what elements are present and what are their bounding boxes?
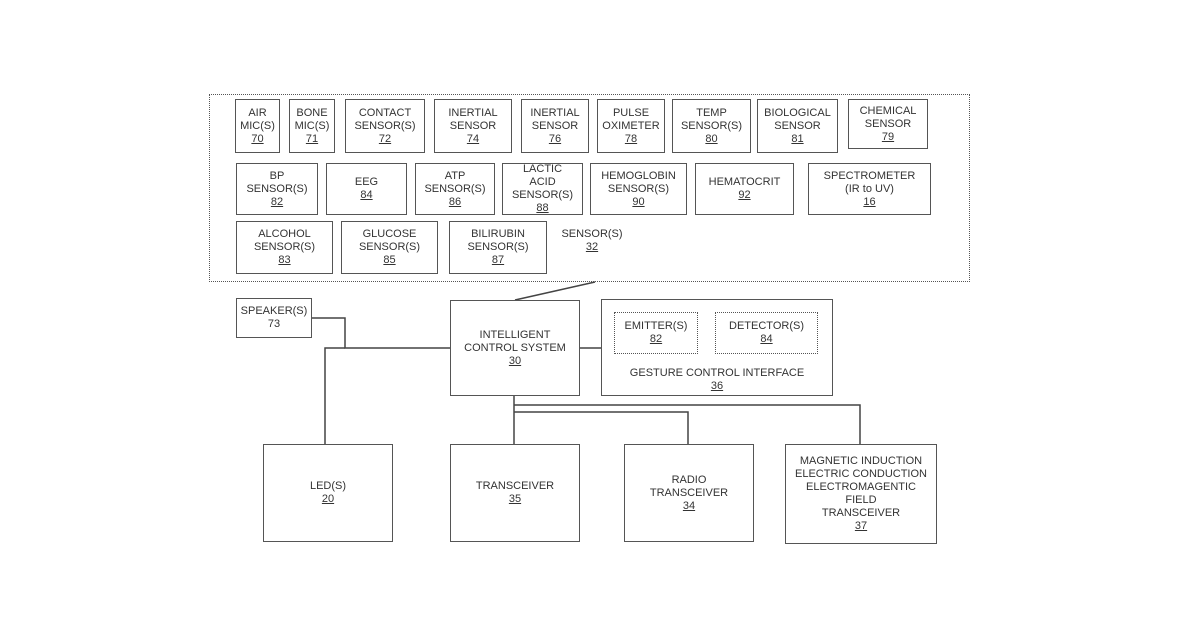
biological-sensor-label: BIOLOGICAL SENSOR [764, 107, 831, 133]
transceiver-box: TRANSCEIVER 35 [450, 444, 580, 542]
hemoglobin-sensor-box: HEMOGLOBIN SENSOR(S) 90 [590, 163, 687, 215]
alcohol-sensor-label: ALCOHOL SENSOR(S) [254, 228, 315, 254]
pulse-oximeter-box: PULSE OXIMETER 78 [597, 99, 665, 153]
detector-ref: 84 [760, 333, 772, 346]
bp-sensor-label: BP SENSOR(S) [246, 170, 307, 196]
inertial-sensor-76-label: INERTIAL SENSOR [530, 107, 579, 133]
sensors-group-label: SENSOR(S) [552, 228, 632, 241]
biological-sensor-ref: 81 [791, 133, 803, 146]
chemical-sensor-ref: 79 [882, 131, 894, 144]
contact-sensor-label: CONTACT SENSOR(S) [354, 107, 415, 133]
biological-sensor-box: BIOLOGICAL SENSOR 81 [757, 99, 838, 153]
eeg-box: EEG 84 [326, 163, 407, 215]
atp-sensor-box: ATP SENSOR(S) 86 [415, 163, 495, 215]
spectrometer-ref: 16 [863, 196, 875, 209]
eeg-ref: 84 [360, 189, 372, 202]
gesture-interface-label: GESTURE CONTROL INTERFACE [630, 367, 804, 380]
sensors-group-ref: 32 [552, 241, 632, 254]
hematocrit-label: HEMATOCRIT [709, 176, 781, 189]
speaker-to-control-line [312, 318, 450, 348]
bone-mic-ref: 71 [306, 133, 318, 146]
emitter-label: EMITTER(S) [625, 320, 688, 333]
bilirubin-sensor-ref: 87 [492, 254, 504, 267]
field-transceiver-label: MAGNETIC INDUCTION ELECTRIC CONDUCTION E… [795, 455, 927, 520]
temp-sensor-box: TEMP SENSOR(S) 80 [672, 99, 751, 153]
eeg-label: EEG [355, 176, 378, 189]
hemoglobin-sensor-ref: 90 [632, 196, 644, 209]
emitter-box: EMITTER(S) 82 [614, 312, 698, 354]
atp-sensor-label: ATP SENSOR(S) [424, 170, 485, 196]
atp-sensor-ref: 86 [449, 196, 461, 209]
hemoglobin-sensor-label: HEMOGLOBIN SENSOR(S) [601, 170, 676, 196]
control-system-ref: 30 [509, 355, 521, 368]
field-transceiver-ref: 37 [855, 520, 867, 533]
bone-mic-label: BONE MIC(S) [295, 107, 330, 133]
transceiver-ref: 35 [509, 493, 521, 506]
field-transceiver-box: MAGNETIC INDUCTION ELECTRIC CONDUCTION E… [785, 444, 937, 544]
hematocrit-box: HEMATOCRIT 92 [695, 163, 794, 215]
detector-label: DETECTOR(S) [729, 320, 804, 333]
air-mic-ref: 70 [251, 133, 263, 146]
air-mic-label: AIR MIC(S) [240, 107, 275, 133]
temp-sensor-label: TEMP SENSOR(S) [681, 107, 742, 133]
lactic-acid-sensor-label: LACTIC ACID SENSOR(S) [512, 163, 573, 202]
glucose-sensor-label: GLUCOSE SENSOR(S) [359, 228, 420, 254]
bone-mic-box: BONE MIC(S) 71 [289, 99, 335, 153]
pulse-oximeter-ref: 78 [625, 133, 637, 146]
sensors-group-caption: SENSOR(S) 32 [552, 228, 632, 254]
spectrometer-box: SPECTROMETER (IR to UV) 16 [808, 163, 931, 215]
speaker-box: SPEAKER(S) 73 [236, 298, 312, 338]
control-to-field-line [514, 405, 860, 444]
bilirubin-sensor-label: BILIRUBIN SENSOR(S) [467, 228, 528, 254]
detector-box: DETECTOR(S) 84 [715, 312, 818, 354]
lactic-acid-sensor-ref: 88 [536, 202, 548, 215]
hematocrit-ref: 92 [738, 189, 750, 202]
bp-sensor-box: BP SENSOR(S) 82 [236, 163, 318, 215]
radio-transceiver-ref: 34 [683, 500, 695, 513]
contact-sensor-ref: 72 [379, 133, 391, 146]
air-mic-box: AIR MIC(S) 70 [235, 99, 280, 153]
speaker-ref: 73 [268, 318, 280, 331]
inertial-sensor-74-label: INERTIAL SENSOR [448, 107, 497, 133]
inertial-sensor-74-box: INERTIAL SENSOR 74 [434, 99, 512, 153]
spectrometer-label: SPECTROMETER (IR to UV) [824, 170, 916, 196]
contact-sensor-box: CONTACT SENSOR(S) 72 [345, 99, 425, 153]
led-box: LED(S) 20 [263, 444, 393, 542]
temp-sensor-ref: 80 [705, 133, 717, 146]
glucose-sensor-ref: 85 [383, 254, 395, 267]
lactic-acid-sensor-box: LACTIC ACID SENSOR(S) 88 [502, 163, 583, 215]
radio-transceiver-label: RADIO TRANSCEIVER [650, 474, 728, 500]
control-to-radio-line [514, 412, 688, 444]
radio-transceiver-box: RADIO TRANSCEIVER 34 [624, 444, 754, 542]
glucose-sensor-box: GLUCOSE SENSOR(S) 85 [341, 221, 438, 274]
chemical-sensor-label: CHEMICAL SENSOR [860, 105, 917, 131]
led-to-control-line [325, 348, 345, 444]
control-system-label: INTELLIGENT CONTROL SYSTEM [464, 329, 566, 355]
emitter-ref: 82 [650, 333, 662, 346]
led-label: LED(S) [310, 480, 346, 493]
chemical-sensor-box: CHEMICAL SENSOR 79 [848, 99, 928, 149]
gesture-interface-ref: 36 [711, 380, 723, 393]
pulse-oximeter-label: PULSE OXIMETER [602, 107, 659, 133]
inertial-sensor-74-ref: 74 [467, 133, 479, 146]
alcohol-sensor-box: ALCOHOL SENSOR(S) 83 [236, 221, 333, 274]
alcohol-sensor-ref: 83 [278, 254, 290, 267]
bilirubin-sensor-box: BILIRUBIN SENSOR(S) 87 [449, 221, 547, 274]
bp-sensor-ref: 82 [271, 196, 283, 209]
inertial-sensor-76-ref: 76 [549, 133, 561, 146]
control-system-box: INTELLIGENT CONTROL SYSTEM 30 [450, 300, 580, 396]
inertial-sensor-76-box: INERTIAL SENSOR 76 [521, 99, 589, 153]
transceiver-label: TRANSCEIVER [476, 480, 554, 493]
led-ref: 20 [322, 493, 334, 506]
speaker-label: SPEAKER(S) [241, 305, 308, 318]
sensors-to-control-line [515, 282, 595, 300]
